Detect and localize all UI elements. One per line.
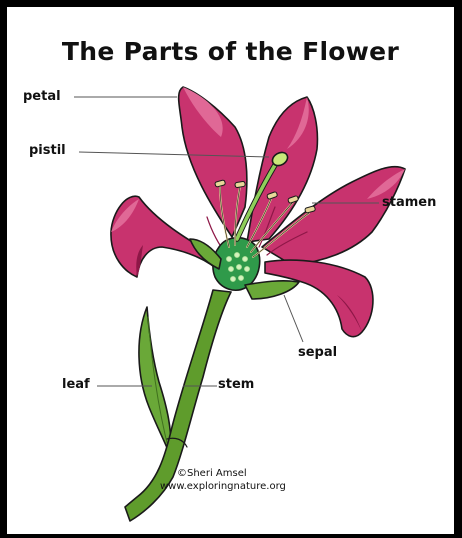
sepal-right bbox=[245, 281, 299, 299]
label-petal: petal bbox=[23, 89, 61, 104]
credit-website: www.exploringnature.org bbox=[160, 481, 286, 492]
label-stamen: stamen bbox=[382, 195, 436, 210]
credit-author: ©Sheri Amsel bbox=[177, 468, 247, 479]
label-leaf: leaf bbox=[62, 377, 90, 392]
label-pistil: pistil bbox=[29, 143, 66, 158]
petal-lower-right bbox=[265, 260, 373, 337]
sepal-leader bbox=[284, 295, 303, 342]
label-sepal: sepal bbox=[298, 345, 337, 360]
flower-illustration bbox=[7, 7, 454, 534]
petal-back-left bbox=[111, 196, 217, 277]
label-stem: stem bbox=[218, 377, 254, 392]
